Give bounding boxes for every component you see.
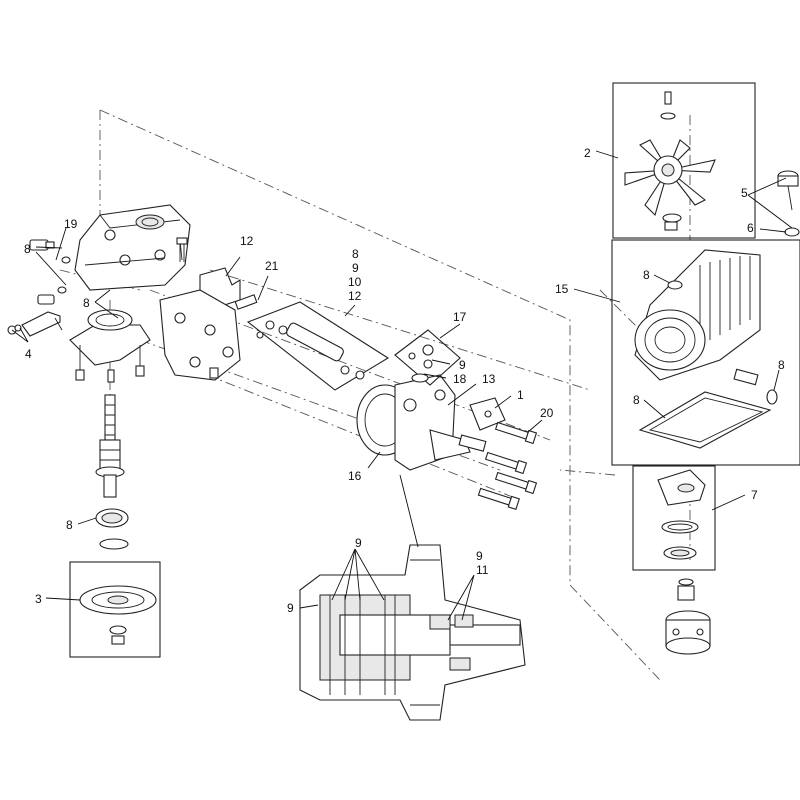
callout-13: 13 <box>482 372 496 386</box>
group-callout-8: 8 <box>352 247 359 261</box>
callout-5: 5 <box>741 186 748 200</box>
callout-labels: 1 2 3 4 5 6 7 8 8 8 8 8 8 9 9 9 9 11 12 … <box>24 146 785 615</box>
callout-7: 7 <box>751 488 758 502</box>
callout-12-bracket: 12 <box>240 234 254 248</box>
callout-9-cutaway-top: 9 <box>355 536 362 550</box>
pulley-3 <box>69 561 161 658</box>
callout-9-cutaway-right: 9 <box>476 549 483 563</box>
housing-box-15 <box>611 239 800 466</box>
callout-18: 18 <box>453 372 467 386</box>
group-callout-9: 9 <box>352 261 359 275</box>
fitting-19 <box>29 239 71 264</box>
upper-housing <box>74 204 191 291</box>
callout-20: 20 <box>540 406 554 420</box>
callout-8-bearing: 8 <box>66 518 73 532</box>
fan-blades <box>624 139 716 217</box>
callout-9-cutaway-left: 9 <box>287 601 294 615</box>
callout-6: 6 <box>747 221 754 235</box>
cutaway-section <box>299 544 526 721</box>
callout-8-left-mid: 8 <box>83 296 90 310</box>
callout-2: 2 <box>584 146 591 160</box>
leader-lines <box>11 150 793 621</box>
bolts-20 <box>477 421 538 511</box>
callout-19: 19 <box>64 217 78 231</box>
callout-17: 17 <box>453 310 467 324</box>
callout-8-right: 8 <box>778 358 785 372</box>
input-shaft <box>95 394 125 498</box>
callout-8-housing: 8 <box>643 268 650 282</box>
callout-16: 16 <box>348 469 362 483</box>
callout-1: 1 <box>517 388 524 402</box>
side-housing <box>159 289 241 381</box>
callout-21: 21 <box>265 259 279 273</box>
seal-kit <box>246 301 390 391</box>
group-callout-12: 12 <box>348 289 362 303</box>
callout-3: 3 <box>35 592 42 606</box>
lever-4 <box>7 311 63 337</box>
callout-8-gasket: 8 <box>633 393 640 407</box>
fitting-left <box>37 286 67 305</box>
callout-15: 15 <box>555 282 569 296</box>
bearing-box-7 <box>632 465 716 571</box>
group-callout-10: 10 <box>348 275 362 289</box>
center-section <box>69 309 151 383</box>
callout-8-left-top: 8 <box>24 242 31 256</box>
cap-5 <box>777 170 800 237</box>
bearing-8 <box>95 508 129 550</box>
hub-bottom <box>665 578 711 655</box>
callout-4: 4 <box>25 347 32 361</box>
pump-assembly <box>356 329 506 471</box>
callout-11: 11 <box>476 563 489 577</box>
fan-box-2 <box>612 82 756 239</box>
callout-9-valve: 9 <box>459 358 466 372</box>
